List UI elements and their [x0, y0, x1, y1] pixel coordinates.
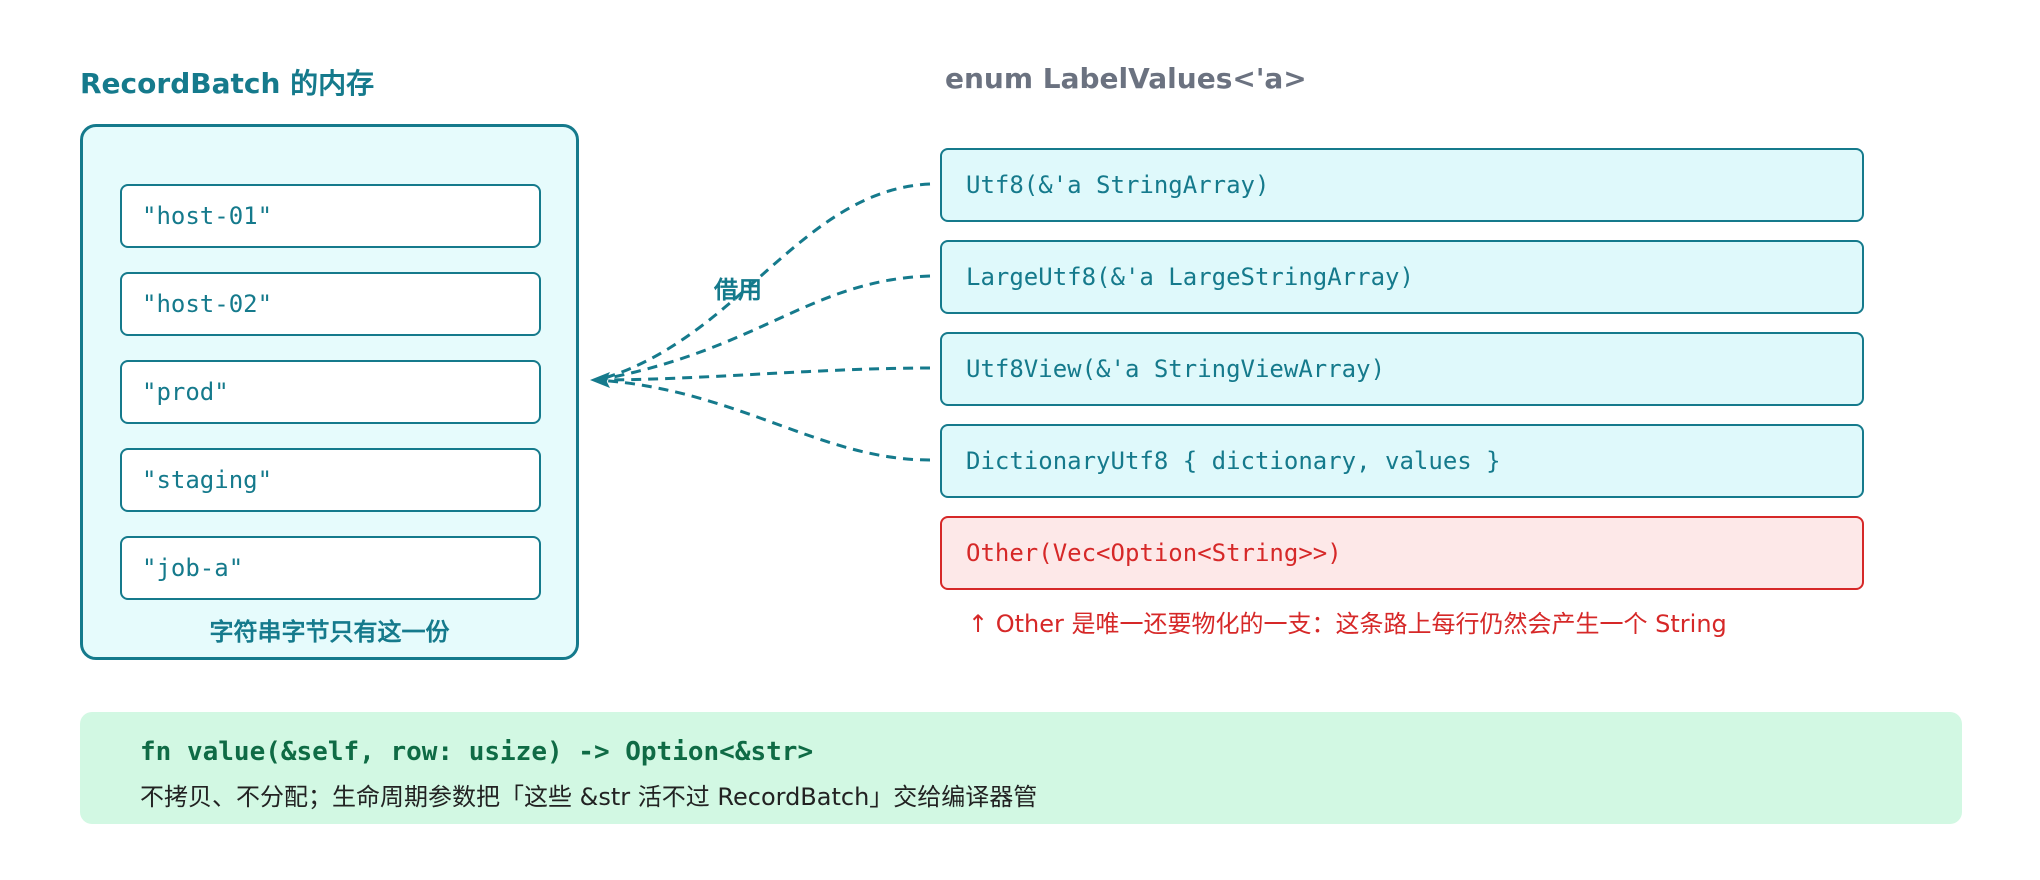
variant-large-utf8: LargeUtf8(&'a LargeStringArray) — [940, 240, 1864, 314]
borrow-arrow-large-utf8 — [597, 274, 931, 382]
string-item-host-02: "host-02" — [120, 272, 541, 336]
borrow-arrow-utf8-view — [597, 366, 931, 382]
string-item-prod: "prod" — [120, 360, 541, 424]
function-signature: fn value(&self, row: usize) -> Option<&s… — [140, 737, 814, 767]
variant-utf8-view: Utf8View(&'a StringViewArray) — [940, 332, 1864, 406]
variant-other: Other(Vec<Option<String>>) — [940, 516, 1864, 590]
string-item-host-01: "host-01" — [120, 184, 541, 248]
memory-title: RecordBatch 的内存 — [80, 67, 375, 100]
enum-title: enum LabelValues<'a> — [945, 62, 1307, 95]
memory-caption: 字符串字节只有这一份 — [209, 618, 450, 646]
signature-note: 不拷贝、不分配；生命周期参数把「这些 &str 活不过 RecordBatch」… — [140, 783, 1038, 811]
variant-dictionary-utf8: DictionaryUtf8 { dictionary, values } — [940, 424, 1864, 498]
signature-box — [80, 712, 1962, 824]
borrow-arrow-utf8 — [597, 182, 931, 382]
arrow-head — [590, 372, 610, 388]
string-item-staging: "staging" — [120, 448, 541, 512]
borrow-label: 借用 — [714, 276, 762, 304]
borrow-arrow-dictionary-utf8 — [597, 378, 931, 462]
string-item-job-a: "job-a" — [120, 536, 541, 600]
other-note: ↑ Other 是唯一还要物化的一支：这条路上每行仍然会产生一个 String — [968, 610, 1727, 638]
variant-utf8: Utf8(&'a StringArray) — [940, 148, 1864, 222]
